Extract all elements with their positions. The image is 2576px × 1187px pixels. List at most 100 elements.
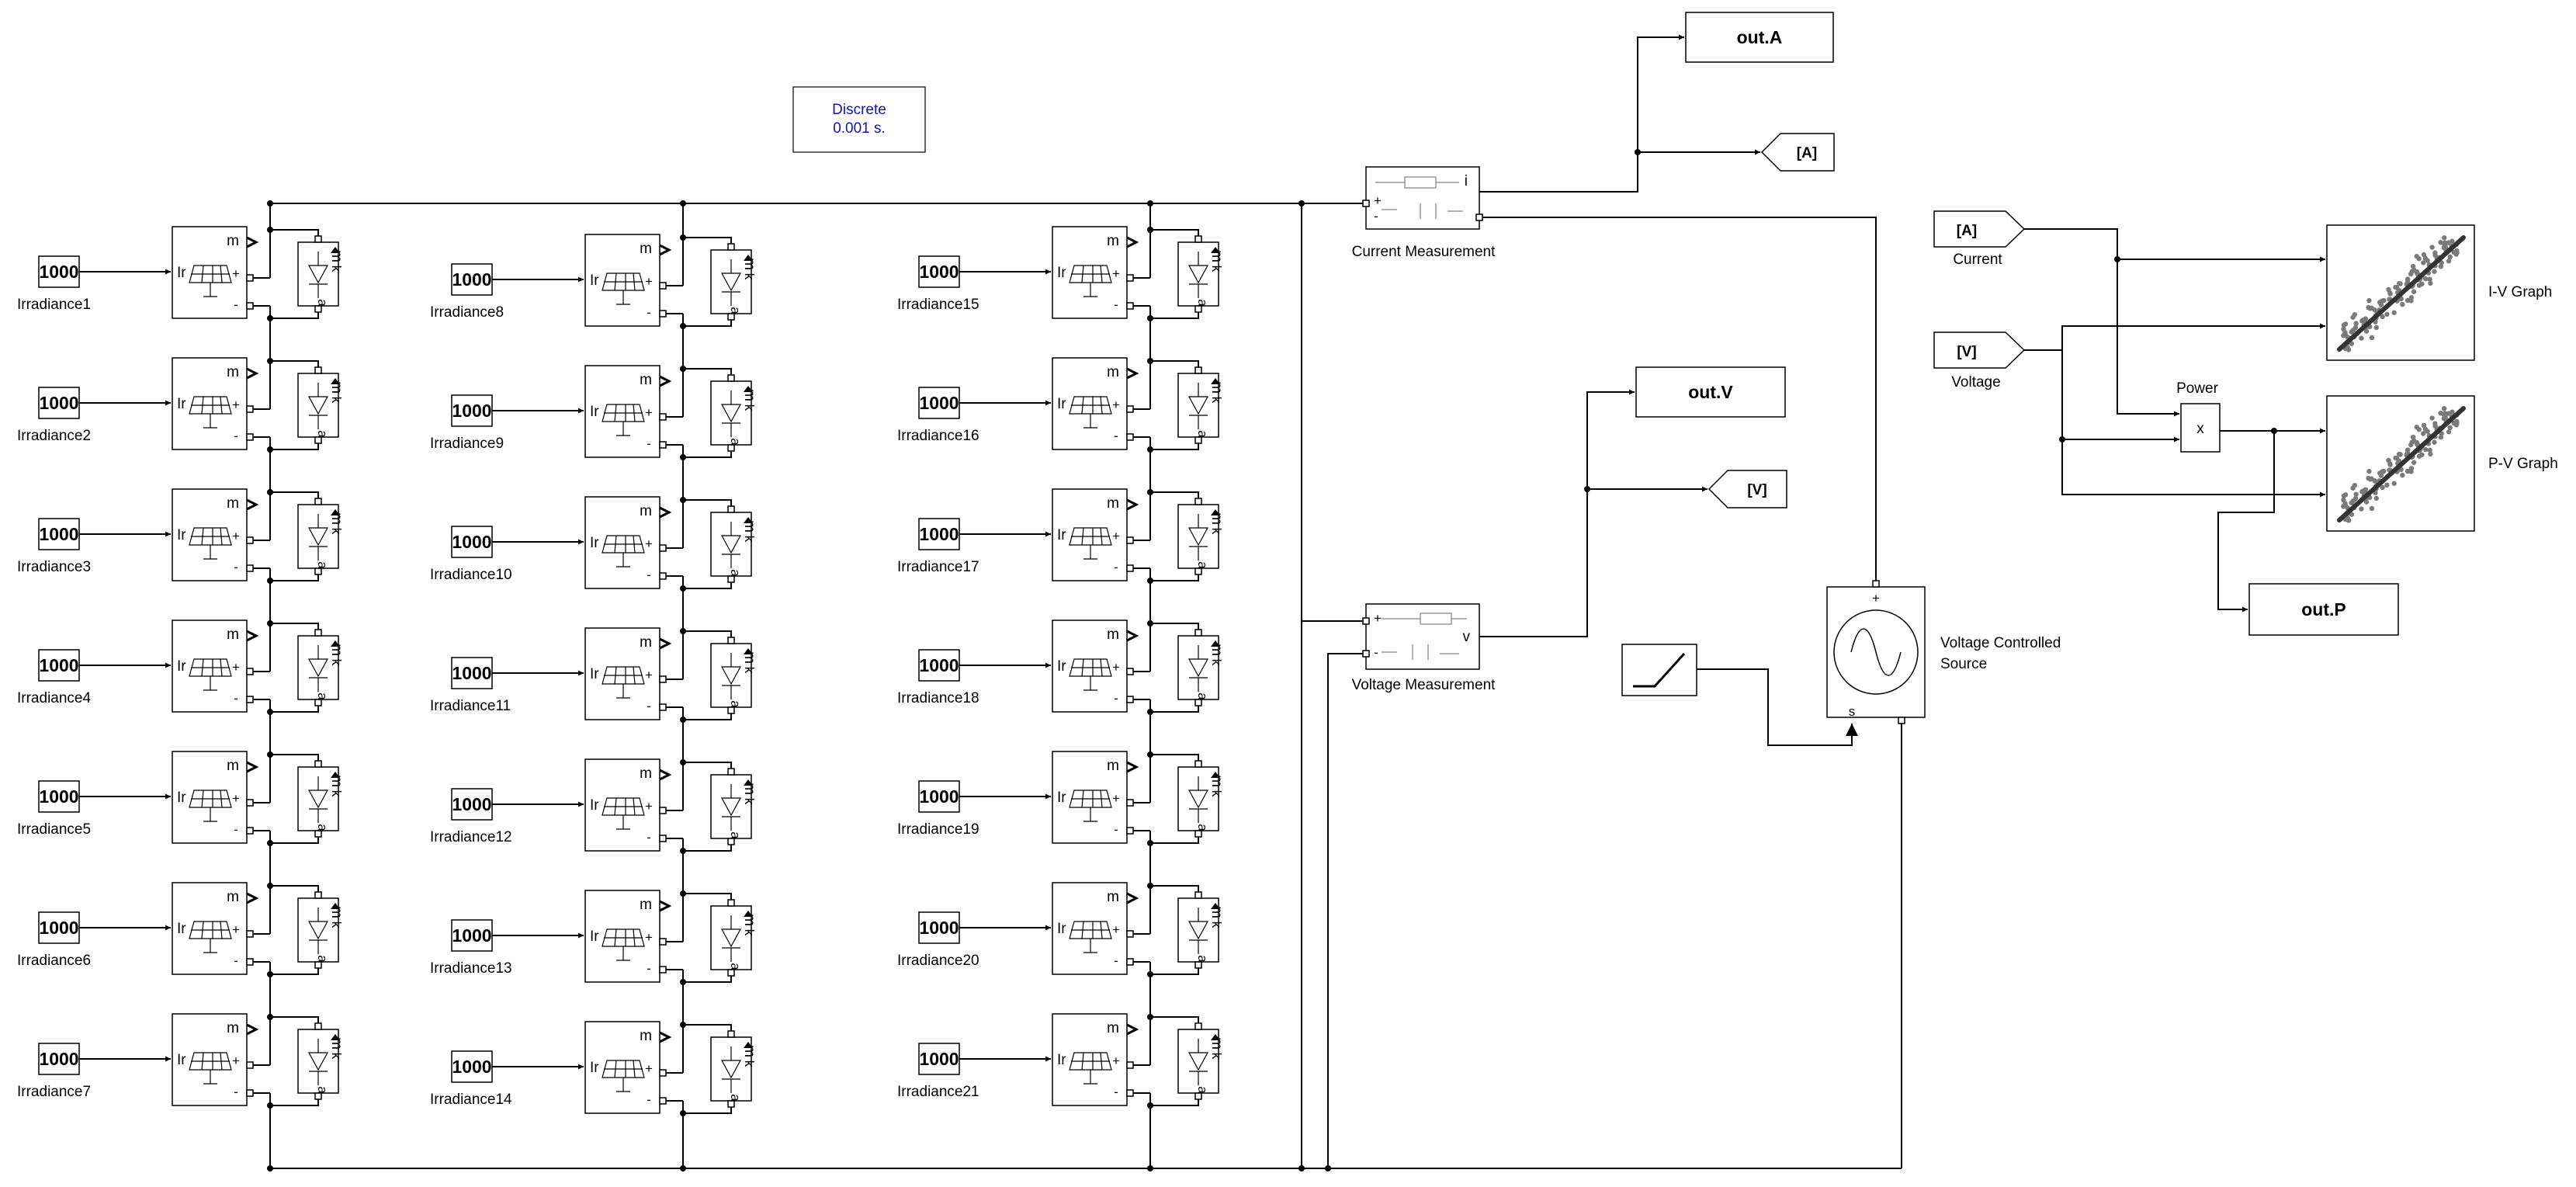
- bypass-diode[interactable]: mka: [1177, 891, 1225, 969]
- irradiance-constant[interactable]: 1000: [38, 649, 80, 682]
- pv-panel[interactable]: Ir+-m: [172, 751, 259, 844]
- iv-graph-scope[interactable]: I-V Graph: [2326, 224, 2552, 361]
- pv-panel[interactable]: Ir+-m: [584, 496, 672, 589]
- irradiance-constant[interactable]: 1000: [918, 255, 960, 288]
- bypass-diode[interactable]: mka: [710, 899, 758, 977]
- irradiance-constant[interactable]: 1000: [38, 387, 80, 419]
- irradiance-constant[interactable]: 1000: [38, 255, 80, 288]
- out-a-block[interactable]: out.A: [1685, 12, 1834, 63]
- irradiance-constant[interactable]: 1000: [918, 911, 960, 944]
- voltage-controlled-source-block[interactable]: + s Voltage Controlled Source: [1826, 580, 2061, 724]
- irradiance-constant[interactable]: 1000: [918, 518, 960, 550]
- irradiance-constant[interactable]: 1000: [451, 1050, 493, 1083]
- bypass-diode[interactable]: mka: [1177, 366, 1225, 444]
- bypass-diode[interactable]: mka: [710, 374, 758, 452]
- bypass-diode[interactable]: mka: [1177, 498, 1225, 575]
- bypass-diode[interactable]: mka: [297, 1022, 345, 1100]
- pv-panel[interactable]: Ir+-m: [1052, 1013, 1139, 1106]
- pv-panel[interactable]: Ir+-m: [1052, 357, 1139, 450]
- irradiance-constant[interactable]: 1000: [451, 394, 493, 427]
- powergui-block[interactable]: Discrete 0.001 s.: [792, 86, 926, 153]
- irradiance-constant[interactable]: 1000: [451, 788, 493, 821]
- bypass-diode[interactable]: mka: [297, 891, 345, 969]
- pv-panel[interactable]: Ir+-m: [172, 620, 259, 713]
- bypass-diode[interactable]: mka: [710, 768, 758, 845]
- bypass-diode[interactable]: mka: [710, 1030, 758, 1108]
- irradiance-constant[interactable]: 1000: [918, 1043, 960, 1075]
- irradiance-constant[interactable]: 1000: [918, 780, 960, 813]
- goto-a-block[interactable]: [A]: [1760, 133, 1835, 172]
- pv-panel[interactable]: Ir+-m: [584, 890, 672, 983]
- bypass-diode[interactable]: mka: [297, 629, 345, 706]
- from-voltage-block[interactable]: [V] Voltage: [1933, 331, 2026, 390]
- bypass-diode[interactable]: mka: [710, 505, 758, 583]
- pv-panel[interactable]: Ir+-m: [584, 627, 672, 720]
- irradiance-constant[interactable]: 1000: [451, 919, 493, 952]
- bypass-diode[interactable]: mka: [1177, 629, 1225, 706]
- pv-panel[interactable]: Ir+-m: [584, 365, 672, 458]
- bypass-diode[interactable]: mka: [1177, 235, 1225, 313]
- irradiance-constant[interactable]: 1000: [38, 518, 80, 550]
- pv-panel[interactable]: Ir+-m: [1052, 751, 1139, 844]
- irradiance-constant[interactable]: 1000: [38, 780, 80, 813]
- pv-panel[interactable]: Ir+-m: [1052, 620, 1139, 713]
- irradiance-constant[interactable]: 1000: [38, 1043, 80, 1075]
- ramp-block[interactable]: [1621, 644, 1697, 696]
- bypass-diode[interactable]: mka: [710, 637, 758, 714]
- out-p-block[interactable]: out.P: [2248, 583, 2399, 636]
- pv-panel[interactable]: Ir+-m: [584, 234, 672, 327]
- pv-graph-scope[interactable]: P-V Graph: [2326, 395, 2558, 532]
- pv-panel[interactable]: Ir+-m: [172, 488, 259, 581]
- irradiance-constant[interactable]: 1000: [38, 911, 80, 944]
- out-v-block[interactable]: out.V: [1635, 366, 1786, 418]
- irradiance-constant[interactable]: 1000: [918, 387, 960, 419]
- bypass-diode[interactable]: mka: [1177, 760, 1225, 838]
- pv-panel[interactable]: Ir+-m: [1052, 226, 1139, 319]
- pv-panel[interactable]: Ir+-m: [584, 1021, 672, 1114]
- pv-panel[interactable]: Ir+-m: [172, 1013, 259, 1106]
- bypass-diode[interactable]: mka: [297, 235, 345, 313]
- current-measurement-block[interactable]: + - i Current Measurement: [1352, 166, 1496, 260]
- irradiance-constant[interactable]: 1000: [918, 649, 960, 682]
- irradiance-constant[interactable]: 1000: [451, 657, 493, 689]
- bypass-diode[interactable]: mka: [297, 366, 345, 444]
- pv-panel[interactable]: Ir+-m: [1052, 882, 1139, 975]
- goto-v-block[interactable]: [V]: [1708, 470, 1787, 508]
- pv-panel[interactable]: Ir+-m: [172, 882, 259, 975]
- from-current-block[interactable]: [A] Current: [1933, 210, 2026, 268]
- pv-panel[interactable]: Ir+-m: [172, 226, 259, 319]
- pv-panel[interactable]: Ir+-m: [584, 758, 672, 852]
- power-product-block[interactable]: x Power: [2176, 380, 2221, 453]
- bypass-diode[interactable]: mka: [297, 760, 345, 838]
- bypass-diode[interactable]: mka: [710, 243, 758, 321]
- pv-panel[interactable]: Ir+-m: [1052, 488, 1139, 581]
- bypass-diode[interactable]: mka: [1177, 1022, 1225, 1100]
- irradiance-constant[interactable]: 1000: [451, 263, 493, 296]
- irradiance-constant[interactable]: 1000: [451, 526, 493, 558]
- bypass-diode[interactable]: mka: [297, 498, 345, 575]
- voltage-measurement-block[interactable]: + - v Voltage Measurement: [1352, 603, 1496, 693]
- pv-panel[interactable]: Ir+-m: [172, 357, 259, 450]
